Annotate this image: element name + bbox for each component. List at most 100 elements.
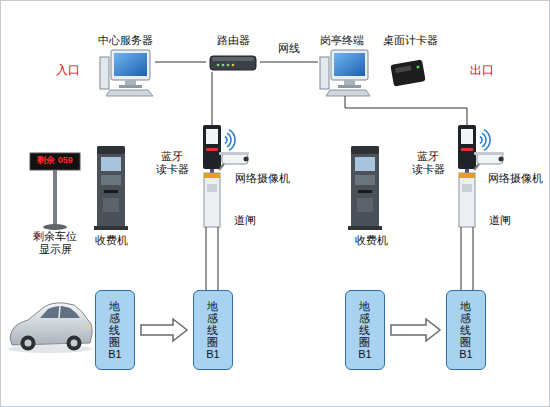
device-label: 收费机 [95, 234, 128, 247]
barrier-gate-icon [474, 152, 504, 155]
barrier-gate-icon [484, 130, 490, 151]
server-icon [100, 57, 109, 89]
barrier-gate-icon [219, 164, 224, 170]
router-icon [212, 57, 254, 61]
car-illustration [40, 306, 80, 318]
booth-terminal: 岗亭终端 [318, 34, 370, 96]
device-label: 岗亭终端 [320, 34, 364, 47]
barrier-gate-icon [459, 173, 475, 178]
server-icon [119, 85, 142, 88]
pay-kiosk-icon [97, 146, 125, 154]
device-label: 收费机 [355, 234, 388, 247]
terminal-icon [331, 50, 368, 80]
barrier-gate-icon [206, 148, 218, 151]
pay-kiosk-icon [348, 226, 382, 230]
loop-label: 地感线圈B1 [205, 300, 220, 360]
terminal-icon [320, 57, 329, 89]
ground-loop: 地感线圈B1 [95, 290, 135, 370]
pay-kiosk-icon [357, 198, 373, 212]
terminal-icon [320, 50, 370, 96]
loop-wire [206, 227, 218, 290]
car-illustration [86, 326, 91, 327]
card-reader-icon [390, 59, 425, 86]
router-icon [210, 56, 256, 70]
pay-kiosk-icon [358, 190, 372, 193]
direction-arrow [391, 319, 440, 341]
car-illustration [8, 303, 92, 353]
ground-loop: 地感线圈B1 [446, 290, 486, 370]
network-cable [212, 72, 213, 125]
barrier-gate-icon [459, 173, 475, 227]
terminal-icon [344, 80, 355, 85]
exit-label: 出口 [470, 63, 494, 77]
terminal-icon [338, 85, 361, 88]
barrier-gate-icon [458, 125, 476, 169]
display-readout: 剩余 059 [37, 155, 73, 166]
barrier-gate-icon [480, 137, 482, 144]
device-label: 桌面计卡器 [383, 34, 438, 47]
server-icon [111, 50, 150, 80]
card-reader-icon [416, 65, 419, 68]
barrier-gate-icon [477, 154, 503, 164]
card-reader-icon [395, 65, 412, 73]
loop-wire [461, 227, 473, 290]
terminal-icon [334, 53, 365, 76]
entry-gate: 蓝牙 读卡器网络摄像机道闸 [150, 125, 295, 227]
pay-kiosk-icon [351, 146, 379, 228]
pay-kiosk-icon [101, 157, 121, 171]
barrier-gate-icon [229, 130, 235, 151]
device-label: 蓝牙 读卡器 [154, 150, 189, 176]
loop-label: 地感线圈B1 [107, 300, 122, 360]
pay-kiosk: 收费机 [348, 142, 394, 252]
network-cable [155, 62, 206, 63]
server-computer: 中心服务器 [95, 34, 155, 98]
pay-kiosk-icon [97, 146, 125, 228]
barrier-gate-icon [461, 148, 473, 151]
pay-kiosk-icon [348, 146, 382, 230]
barrier-gate-icon [210, 169, 214, 173]
router-icon [217, 64, 220, 67]
server-icon [106, 90, 153, 96]
terminal-icon [326, 90, 370, 96]
network-cable [260, 62, 318, 63]
device-label: 蓝牙 读卡器 [410, 150, 445, 176]
server-icon [114, 53, 147, 76]
device-label: 路由器 [217, 34, 250, 47]
pay-kiosk-icon [94, 226, 128, 230]
barrier-gate-icon [465, 169, 469, 173]
barrier-gate-icon [474, 164, 479, 170]
car-illustration [59, 306, 60, 318]
barrier-gate-icon [203, 125, 221, 169]
barrier-gate-icon [227, 133, 231, 147]
router-icon [210, 56, 256, 70]
device-label: 剩余车位 显示屏 [32, 230, 78, 256]
router: 路由器 [206, 34, 260, 72]
barrier-gate-icon [206, 129, 218, 144]
pay-kiosk: 收费机 [88, 142, 134, 252]
pay-kiosk-icon [355, 175, 375, 185]
loop-label: 地感线圈B1 [458, 300, 473, 360]
desktop-card-reader: 桌面计卡器 [380, 34, 440, 92]
display-screen-icon [53, 170, 57, 226]
barrier-gate-icon [219, 152, 249, 155]
card-reader-icon [390, 59, 425, 86]
car-illustration [25, 340, 32, 347]
barrier-gate-icon [499, 157, 504, 162]
pay-kiosk-icon [101, 175, 121, 185]
barrier-gate-icon [204, 173, 220, 227]
pay-kiosk-icon [104, 190, 118, 193]
network-cable [345, 96, 467, 125]
loop-label: 地感线圈B1 [357, 300, 372, 360]
router-icon [227, 64, 230, 67]
device-label: 道闸 [489, 214, 511, 227]
cable-label: 网线 [276, 42, 302, 55]
space-display: 剩余 059 剩余车位 显示屏 [22, 150, 88, 258]
display-screen-icon [30, 153, 80, 170]
pay-kiosk-icon [103, 198, 119, 212]
ground-loop: 地感线圈B1 [345, 290, 385, 370]
pay-kiosk-icon [355, 157, 375, 171]
